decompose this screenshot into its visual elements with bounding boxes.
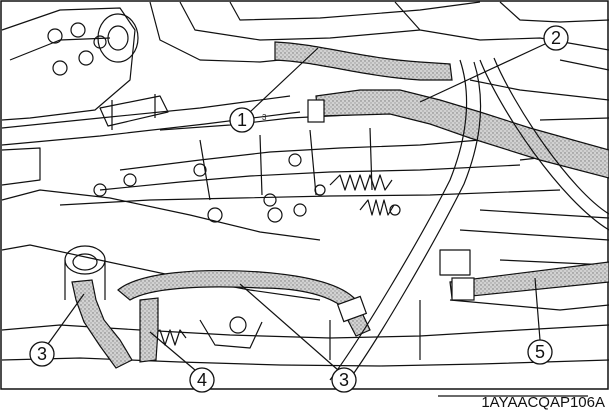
svg-text:1: 1 — [237, 110, 247, 130]
svg-text:3: 3 — [339, 370, 349, 390]
callout-4: 4 — [189, 367, 215, 393]
svg-text:3: 3 — [37, 344, 47, 364]
hose-3-left — [71, 279, 133, 369]
figure-code: 1AYAACQAP106A — [481, 394, 605, 411]
cable — [329, 57, 609, 385]
hose-1 — [274, 41, 453, 81]
small-mark-label: 3 — [262, 113, 267, 122]
hose-4 — [139, 297, 159, 363]
callout-1: 1 — [229, 107, 255, 133]
leader-lines — [47, 43, 588, 397]
callout-2: 2 — [543, 25, 569, 51]
svg-text:2: 2 — [551, 28, 561, 48]
hose-3-middle — [117, 269, 371, 337]
callout-5: 5 — [527, 339, 553, 365]
callout-3-middle: 3 — [331, 367, 357, 393]
hose-5 — [449, 261, 609, 299]
svg-text:5: 5 — [535, 342, 545, 362]
callout-3-left: 3 — [29, 341, 55, 367]
svg-text:4: 4 — [197, 370, 207, 390]
